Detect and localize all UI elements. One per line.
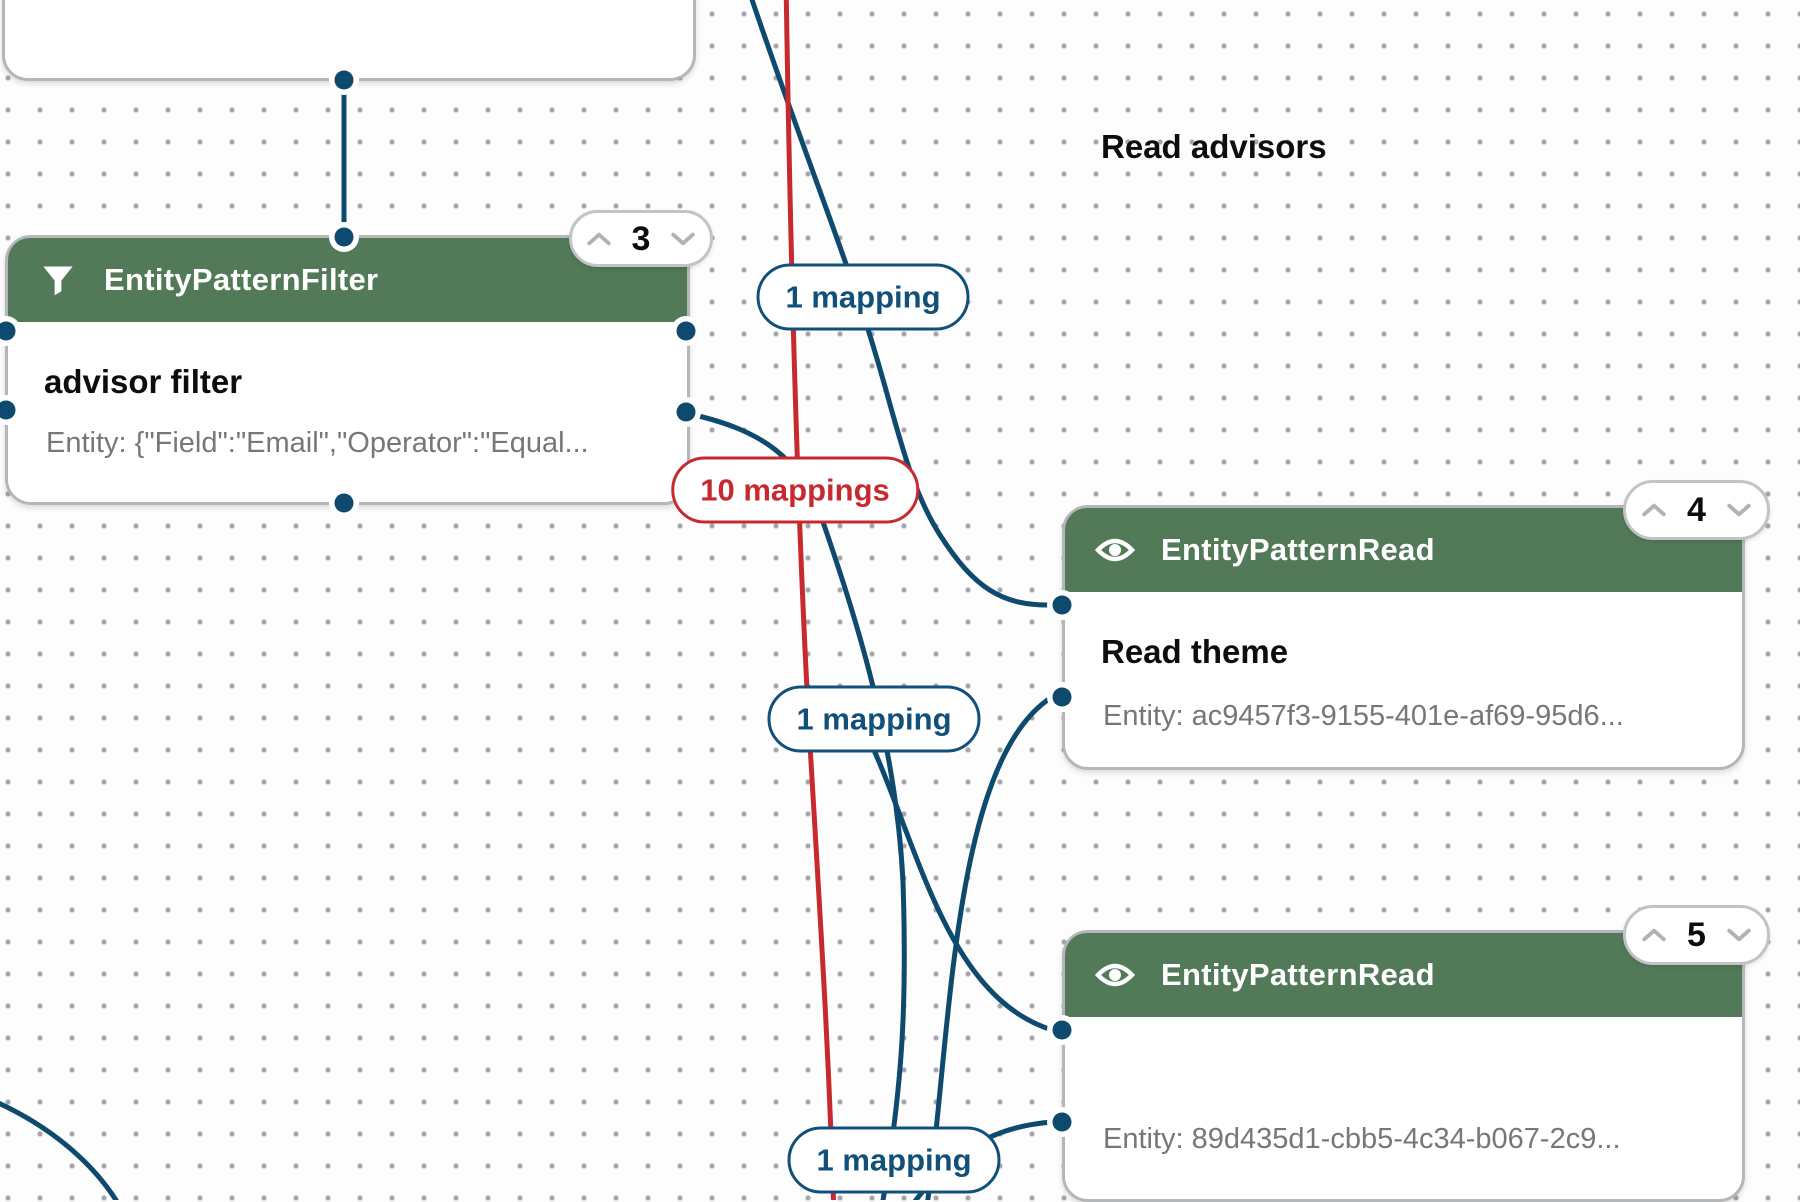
node-entity-text: Entity: ac9457f3-9155-401e-af69-95d6...	[1103, 700, 1624, 732]
chevron-down-icon[interactable]	[1726, 927, 1752, 943]
edge-bottom-left-fragment[interactable]	[0, 1092, 130, 1200]
node-type-label: EntityPatternRead	[1161, 957, 1435, 992]
edge-to-read-theme-bottom[interactable]	[925, 694, 1054, 1200]
edge-label-mapping-count[interactable]: 1 mapping	[756, 263, 970, 331]
connection-ports	[0, 65, 1077, 1137]
edge-label-mapping-count[interactable]: 10 mappings	[671, 456, 919, 524]
node-title: Read theme	[1101, 633, 1289, 670]
chevron-down-icon[interactable]	[670, 231, 696, 247]
node-type-label: EntityPatternFilter	[104, 262, 379, 297]
order-badge-read-advisors: 5	[1623, 905, 1770, 965]
node-entity-text: Entity: {"Field":"Email","Operator":"Equ…	[46, 427, 589, 459]
order-badge-filter: 3	[569, 210, 713, 267]
order-badge-number: 4	[1687, 491, 1706, 529]
eye-icon	[1095, 958, 1135, 992]
edge-red-mappings[interactable]	[783, 0, 836, 1200]
chevron-up-icon[interactable]	[1641, 927, 1667, 943]
order-badge-number: 3	[631, 219, 651, 258]
node-type-label: EntityPatternRead	[1161, 532, 1435, 567]
edge-from-filter-output[interactable]	[689, 411, 907, 1200]
node-title: Read advisors	[1101, 128, 1327, 165]
node-card-partial-top[interactable]: Entity: {"Operator":"Equals","Field":"Bo…	[2, 0, 696, 81]
node-card-entity-pattern-filter[interactable]: EntityPatternFilter advisor filter Entit…	[5, 235, 690, 505]
node-title: advisor filter	[44, 363, 243, 400]
order-badge-read-theme: 4	[1623, 480, 1770, 540]
node-card-read-theme[interactable]: EntityPatternRead Read theme Entity: ac9…	[1062, 505, 1745, 770]
chevron-up-icon[interactable]	[586, 231, 612, 247]
eye-icon	[1095, 533, 1135, 567]
chevron-up-icon[interactable]	[1641, 502, 1667, 518]
node-card-read-advisors[interactable]: EntityPatternRead Read advisors Entity: …	[1062, 128, 1745, 1202]
chevron-down-icon[interactable]	[1726, 502, 1752, 518]
edge-label-mapping-count[interactable]: 1 mapping	[787, 1126, 1001, 1194]
edge-label-mapping-count[interactable]: 1 mapping	[767, 685, 981, 753]
node-entity-text: Entity: 89d435d1-cbb5-4c34-b067-2c9...	[1103, 1123, 1621, 1155]
filter-icon	[38, 263, 78, 297]
order-badge-number: 5	[1687, 916, 1706, 954]
